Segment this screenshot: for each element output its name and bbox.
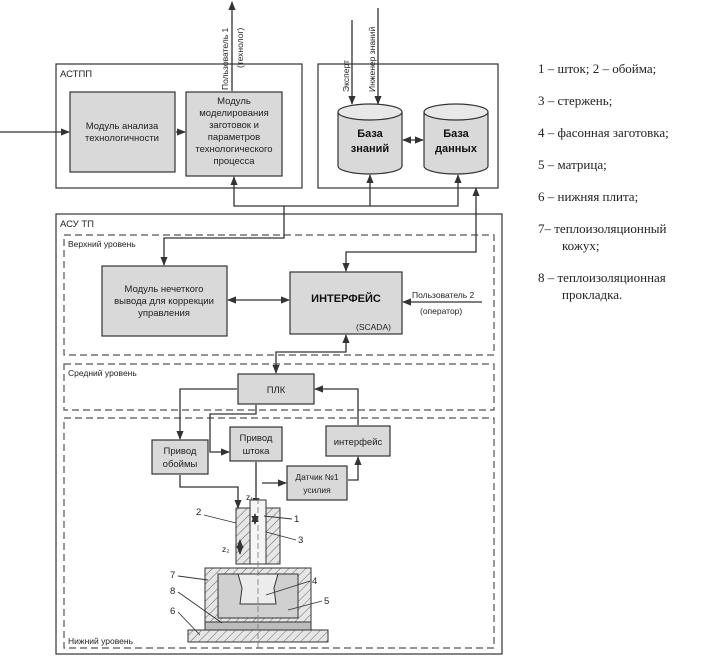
user2-line1: Пользователь 2	[412, 290, 475, 300]
fuzzy-line1: Модуль нечеткого	[125, 284, 204, 295]
legend-item-5: 6 – нижняя плита;	[538, 189, 639, 204]
expert-label: Эксперт	[341, 60, 351, 92]
legend-item-7a: 8 – теплоизоляционная	[538, 270, 666, 285]
interface2-label: интерфейс	[334, 437, 383, 448]
system-diagram: АСТПП Модуль анализа технологичности Мод…	[0, 1, 503, 655]
callout-1: 1	[294, 514, 299, 525]
asutp-frame	[55, 213, 503, 655]
lower-level-label: Нижний уровень	[68, 636, 134, 646]
analysis-module-box	[69, 91, 176, 173]
asutp-title: АСУ ТП	[60, 219, 94, 230]
user1-label-2: (технолог)	[235, 27, 245, 68]
legend-item-7: 8 – теплоизоляционная прокладка.	[538, 269, 710, 303]
legend-item-6: 7– теплоизоляционный кожух;	[538, 220, 710, 254]
callout-7: 7	[170, 570, 175, 581]
plc-cage-arrow	[176, 388, 237, 440]
legend-item-1: 1 – шток; 2 – обойма;	[538, 61, 657, 76]
sensor-line1: Датчик №1	[295, 472, 339, 482]
z2-label: z₂	[222, 544, 230, 554]
scada-label: (SCADA)	[356, 322, 391, 332]
modeling-line6: процесса	[213, 156, 255, 167]
scada-interface-title: ИНТЕРФЕЙС	[311, 292, 381, 305]
z1-label: z₁	[246, 492, 253, 502]
fuzzy-line3: управления	[138, 308, 190, 319]
kb-line1: База	[357, 128, 383, 140]
interface-plc-arrow	[272, 334, 350, 374]
analysis-module-line1: Модуль анализа	[86, 121, 159, 132]
plc-label: ПЛК	[267, 385, 286, 396]
callout-8: 8	[170, 586, 175, 597]
callout-6: 6	[170, 606, 175, 617]
drive-rod-box	[229, 426, 283, 462]
astpp-frame	[55, 63, 303, 189]
fuzzy-line2: вывода для коррекции	[114, 296, 214, 307]
middle-level-label: Средний уровень	[68, 368, 137, 378]
lower-level-frame	[63, 417, 495, 649]
db-line1: База	[443, 128, 469, 140]
modeling-line4: параметров	[208, 132, 260, 143]
user1-label-1: Пользователь 1	[220, 27, 230, 90]
kb-line2: знаний	[351, 143, 389, 155]
sensor-interface-arrow	[348, 456, 362, 481]
drive-cage-box	[151, 439, 209, 475]
legend-item-7b: прокладка.	[562, 287, 623, 302]
modeling-line1: Модуль	[217, 96, 251, 107]
modeling-line2: моделирования	[199, 108, 268, 119]
legend-item-6b: кожух;	[562, 238, 600, 253]
db-interface-connector	[342, 187, 480, 272]
sensor-box	[286, 465, 348, 501]
knowledge-base-cylinder	[337, 103, 403, 175]
callout-5: 5	[324, 596, 329, 607]
drive-cage-line1: Привод	[164, 446, 197, 457]
interface2-plc-arrow	[314, 385, 359, 425]
legend-item-3: 4 – фасонная заготовка;	[538, 125, 669, 140]
plc-box	[237, 373, 315, 405]
drive-rod-line1: Привод	[240, 433, 273, 444]
drive-cage-line2: обоймы	[163, 459, 198, 470]
sensor-line2: усилия	[303, 485, 331, 495]
db-line2: данных	[435, 143, 478, 155]
callout-3: 3	[298, 535, 303, 546]
legend-item-4: 5 – матрица;	[538, 157, 607, 172]
interface2-box	[325, 425, 391, 457]
modeling-fuzzy-connector	[160, 206, 285, 266]
legend-item-6a: 7– теплоизоляционный	[538, 221, 667, 236]
legend: 1 – шток; 2 – обойма; 3 – стержень; 4 – …	[538, 60, 710, 318]
callout-4: 4	[312, 576, 317, 587]
scada-interface-box	[289, 271, 403, 335]
modeling-line5: технологического	[195, 144, 272, 155]
fuzzy-module-box	[101, 265, 228, 337]
cage-drive-arrow	[179, 475, 242, 509]
upper-level-label: Верхний уровень	[68, 239, 136, 249]
database-cylinder	[423, 103, 489, 175]
press-tool-drawing	[187, 498, 329, 650]
modeling-db-connector	[230, 174, 462, 207]
drive-rod-line2: штока	[243, 446, 271, 457]
legend-item-2: 3 – стержень;	[538, 93, 613, 108]
astpp-title: АСТПП	[60, 69, 92, 80]
modeling-line3: заготовок и	[209, 120, 259, 131]
analysis-module-line2: технологичности	[85, 133, 159, 144]
plc-rod-arrow	[209, 405, 257, 456]
user2-line2: (оператор)	[420, 306, 462, 316]
callout-2: 2	[196, 507, 201, 518]
engineer-label: Инженер знаний	[367, 27, 377, 92]
